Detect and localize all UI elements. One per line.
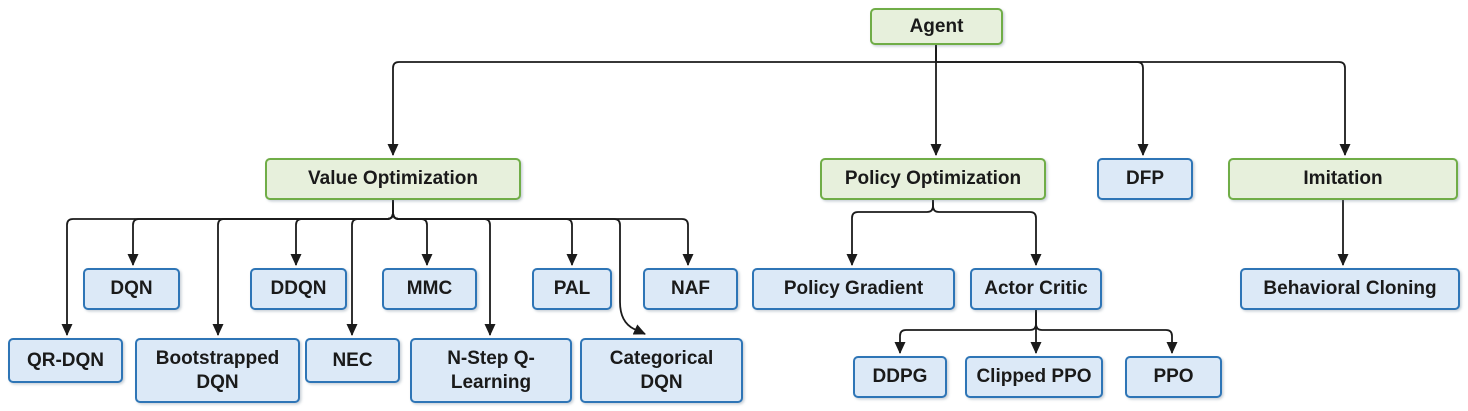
node-nec: NEC — [305, 338, 400, 383]
node-n-step-q-learning: N-Step Q-Learning — [410, 338, 572, 403]
node-policy-gradient: Policy Gradient — [752, 268, 955, 310]
node-label: Agent — [909, 15, 964, 37]
node-dqn: DQN — [83, 268, 180, 310]
edge-ac-ppo — [1035, 310, 1178, 354]
node-label: Policy Optimization — [844, 168, 1022, 190]
edge-ac-ddpg — [894, 310, 1037, 354]
node-label: Categorical DQN — [609, 347, 714, 393]
node-label: PAL — [553, 278, 591, 300]
node-behavioral-cloning: Behavioral Cloning — [1240, 268, 1460, 310]
node-agent: Agent — [870, 8, 1003, 45]
node-label: MMC — [406, 278, 453, 300]
edge-vo-dqn — [127, 200, 394, 266]
node-label: PPO — [1153, 366, 1194, 388]
node-label: QR-DQN — [26, 349, 105, 371]
edge-vo-mmc — [392, 200, 433, 266]
node-label: Behavioral Cloning — [1263, 278, 1437, 300]
edge-po-actor-critic — [932, 200, 1042, 266]
node-bootstrapped-dqn: Bootstrapped DQN — [135, 338, 300, 403]
node-actor-critic: Actor Critic — [970, 268, 1102, 310]
edge-agent-imitation — [935, 45, 1351, 156]
node-value-optimization: Value Optimization — [265, 158, 521, 200]
node-label: NAF — [670, 278, 711, 300]
node-label: Bootstrapped DQN — [155, 347, 280, 393]
node-label: Clipped PPO — [976, 366, 1092, 388]
edge-vo-ddqn — [290, 200, 394, 266]
node-label: Value Optimization — [308, 168, 478, 190]
node-label: Policy Gradient — [783, 278, 924, 300]
node-label: DDPG — [872, 366, 928, 388]
node-pal: PAL — [532, 268, 612, 310]
node-label: N-Step Q-Learning — [447, 347, 535, 393]
node-label: Actor Critic — [984, 278, 1088, 300]
node-ppo: PPO — [1125, 356, 1222, 398]
node-clipped-ppo: Clipped PPO — [965, 356, 1103, 398]
node-dfp: DFP — [1097, 158, 1193, 200]
node-ddpg: DDPG — [853, 356, 947, 398]
node-policy-optimization: Policy Optimization — [820, 158, 1046, 200]
node-label: NEC — [332, 349, 373, 371]
edge-agent-value-optimization — [387, 45, 937, 156]
node-label: DQN — [110, 278, 153, 300]
node-label: DFP — [1126, 168, 1164, 190]
node-categorical-dqn: Categorical DQN — [580, 338, 743, 403]
node-imitation: Imitation — [1228, 158, 1458, 200]
node-label: Imitation — [1303, 168, 1383, 190]
edge-vo-naf — [392, 200, 694, 266]
node-mmc: MMC — [382, 268, 477, 310]
edge-vo-pal — [392, 200, 578, 266]
edge-vo-categorical-dqn — [392, 200, 646, 335]
node-ddqn: DDQN — [250, 268, 347, 310]
node-naf: NAF — [643, 268, 738, 310]
edge-po-policy-gradient — [846, 200, 934, 266]
node-label: DDQN — [270, 278, 327, 300]
node-qr-dqn: QR-DQN — [8, 338, 123, 383]
